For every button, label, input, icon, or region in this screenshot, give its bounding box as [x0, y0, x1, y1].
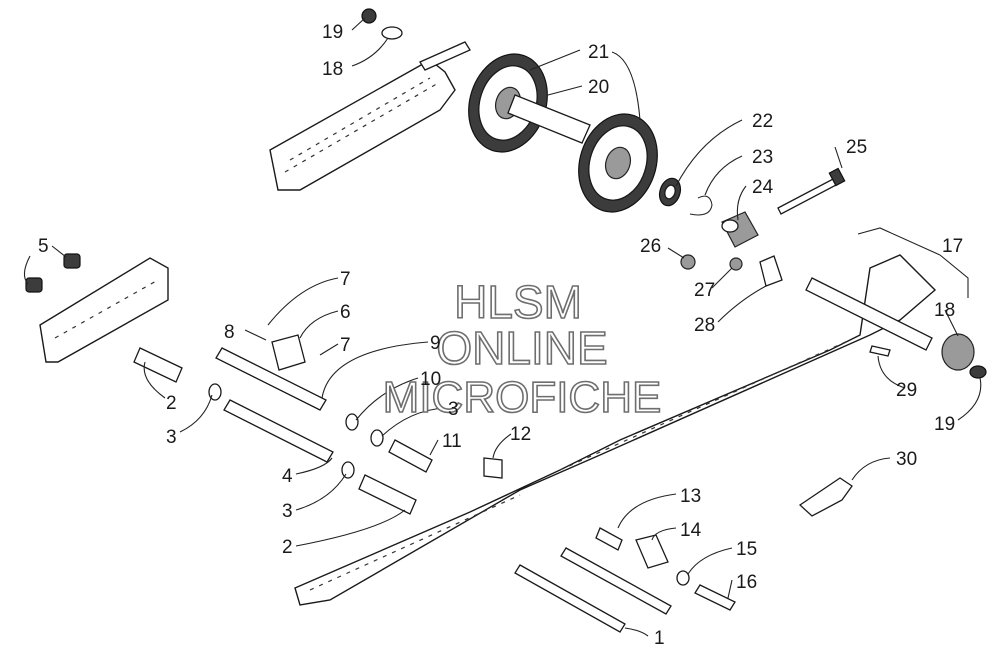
bolt-25: [777, 167, 846, 215]
spacer-2b: [358, 474, 417, 515]
callout-24: 24: [752, 177, 774, 198]
washer-10: [345, 413, 359, 431]
callout-19: 19: [322, 22, 343, 43]
callout-16: 16: [736, 572, 757, 593]
callout-3: 3: [448, 399, 459, 420]
washer-3c: [370, 429, 384, 447]
snap-ring-23: [689, 195, 713, 216]
callout-4: 4: [282, 466, 293, 487]
long-bolt-1: [514, 547, 672, 633]
bolt-16: [694, 584, 736, 611]
shaft-9: [215, 347, 327, 411]
washer-3b: [341, 461, 355, 479]
callout-18: 18: [322, 59, 343, 80]
callout-19b: 19: [934, 414, 955, 435]
upper-wheel-right: [578, 113, 658, 213]
callout-1: 1: [654, 628, 665, 649]
callout-10: 10: [420, 369, 441, 390]
plugs-5: [25, 253, 81, 293]
callout-3b: 3: [166, 427, 177, 448]
callout-3c: 3: [282, 501, 293, 522]
callout-28: 28: [694, 315, 715, 336]
main-right-rail: [294, 254, 937, 606]
watermark-line-3: MICROFICHE: [383, 373, 662, 422]
callout-27: 27: [694, 280, 715, 301]
axle-tube-20: [507, 94, 591, 144]
bearing-22: [658, 177, 682, 207]
washer-15: [676, 570, 690, 586]
washer-27: [729, 257, 743, 271]
callout-23: 23: [752, 147, 773, 168]
shaft-4: [223, 399, 334, 463]
main-left-rail: [39, 257, 169, 363]
bracket-28: [759, 255, 783, 287]
callout-2: 2: [166, 393, 177, 414]
nut-12: [483, 457, 503, 479]
upper-wheel-left: [468, 53, 548, 153]
callout-9: 9: [430, 333, 441, 354]
callout-30: 30: [896, 449, 917, 470]
callout-29: 29: [896, 380, 917, 401]
block-14: [635, 534, 669, 569]
callout-21: 21: [588, 42, 609, 63]
leader-lines: [23, 17, 982, 637]
callout-18b: 18: [934, 300, 955, 321]
callout-17: 17: [942, 236, 963, 257]
callout-11: 11: [442, 431, 462, 452]
callout-7: 7: [340, 269, 351, 290]
callout-12: 12: [510, 424, 531, 445]
callout-26: 26: [640, 236, 661, 257]
spacer-11: [388, 439, 433, 473]
callout-6: 6: [340, 302, 351, 323]
callout-14: 14: [680, 520, 702, 541]
rear-axle-17: [805, 277, 987, 379]
spacer-13: [595, 527, 623, 551]
upper-rail-fragment: [269, 59, 456, 191]
callout-22: 22: [752, 111, 773, 132]
callout-8: 8: [224, 322, 235, 343]
rear-hardware-18a: [361, 8, 471, 71]
callout-5: 5: [38, 236, 49, 257]
callout-20: 20: [588, 77, 609, 98]
nut-26: [680, 254, 696, 270]
callout-13: 13: [680, 486, 701, 507]
callout-7b: 7: [340, 335, 351, 356]
pivot-6: [271, 334, 306, 371]
watermark-line-1: HLSM: [454, 276, 582, 328]
watermark-line-2: ONLINE: [436, 322, 607, 374]
spacer-24: [721, 211, 759, 248]
callout-15: 15: [736, 539, 757, 560]
callout-2b: 2: [282, 537, 293, 558]
watermark: HLSM ONLINE MICROFICHE: [382, 275, 662, 423]
bracket-30: [798, 477, 853, 517]
callout-labels: 19 18 21 20 22 23 25 24 17 26 27 28 5 7 …: [38, 22, 963, 649]
callout-25: 25: [846, 137, 867, 158]
bolt-29: [869, 345, 891, 357]
spacer-2a: [133, 347, 183, 383]
